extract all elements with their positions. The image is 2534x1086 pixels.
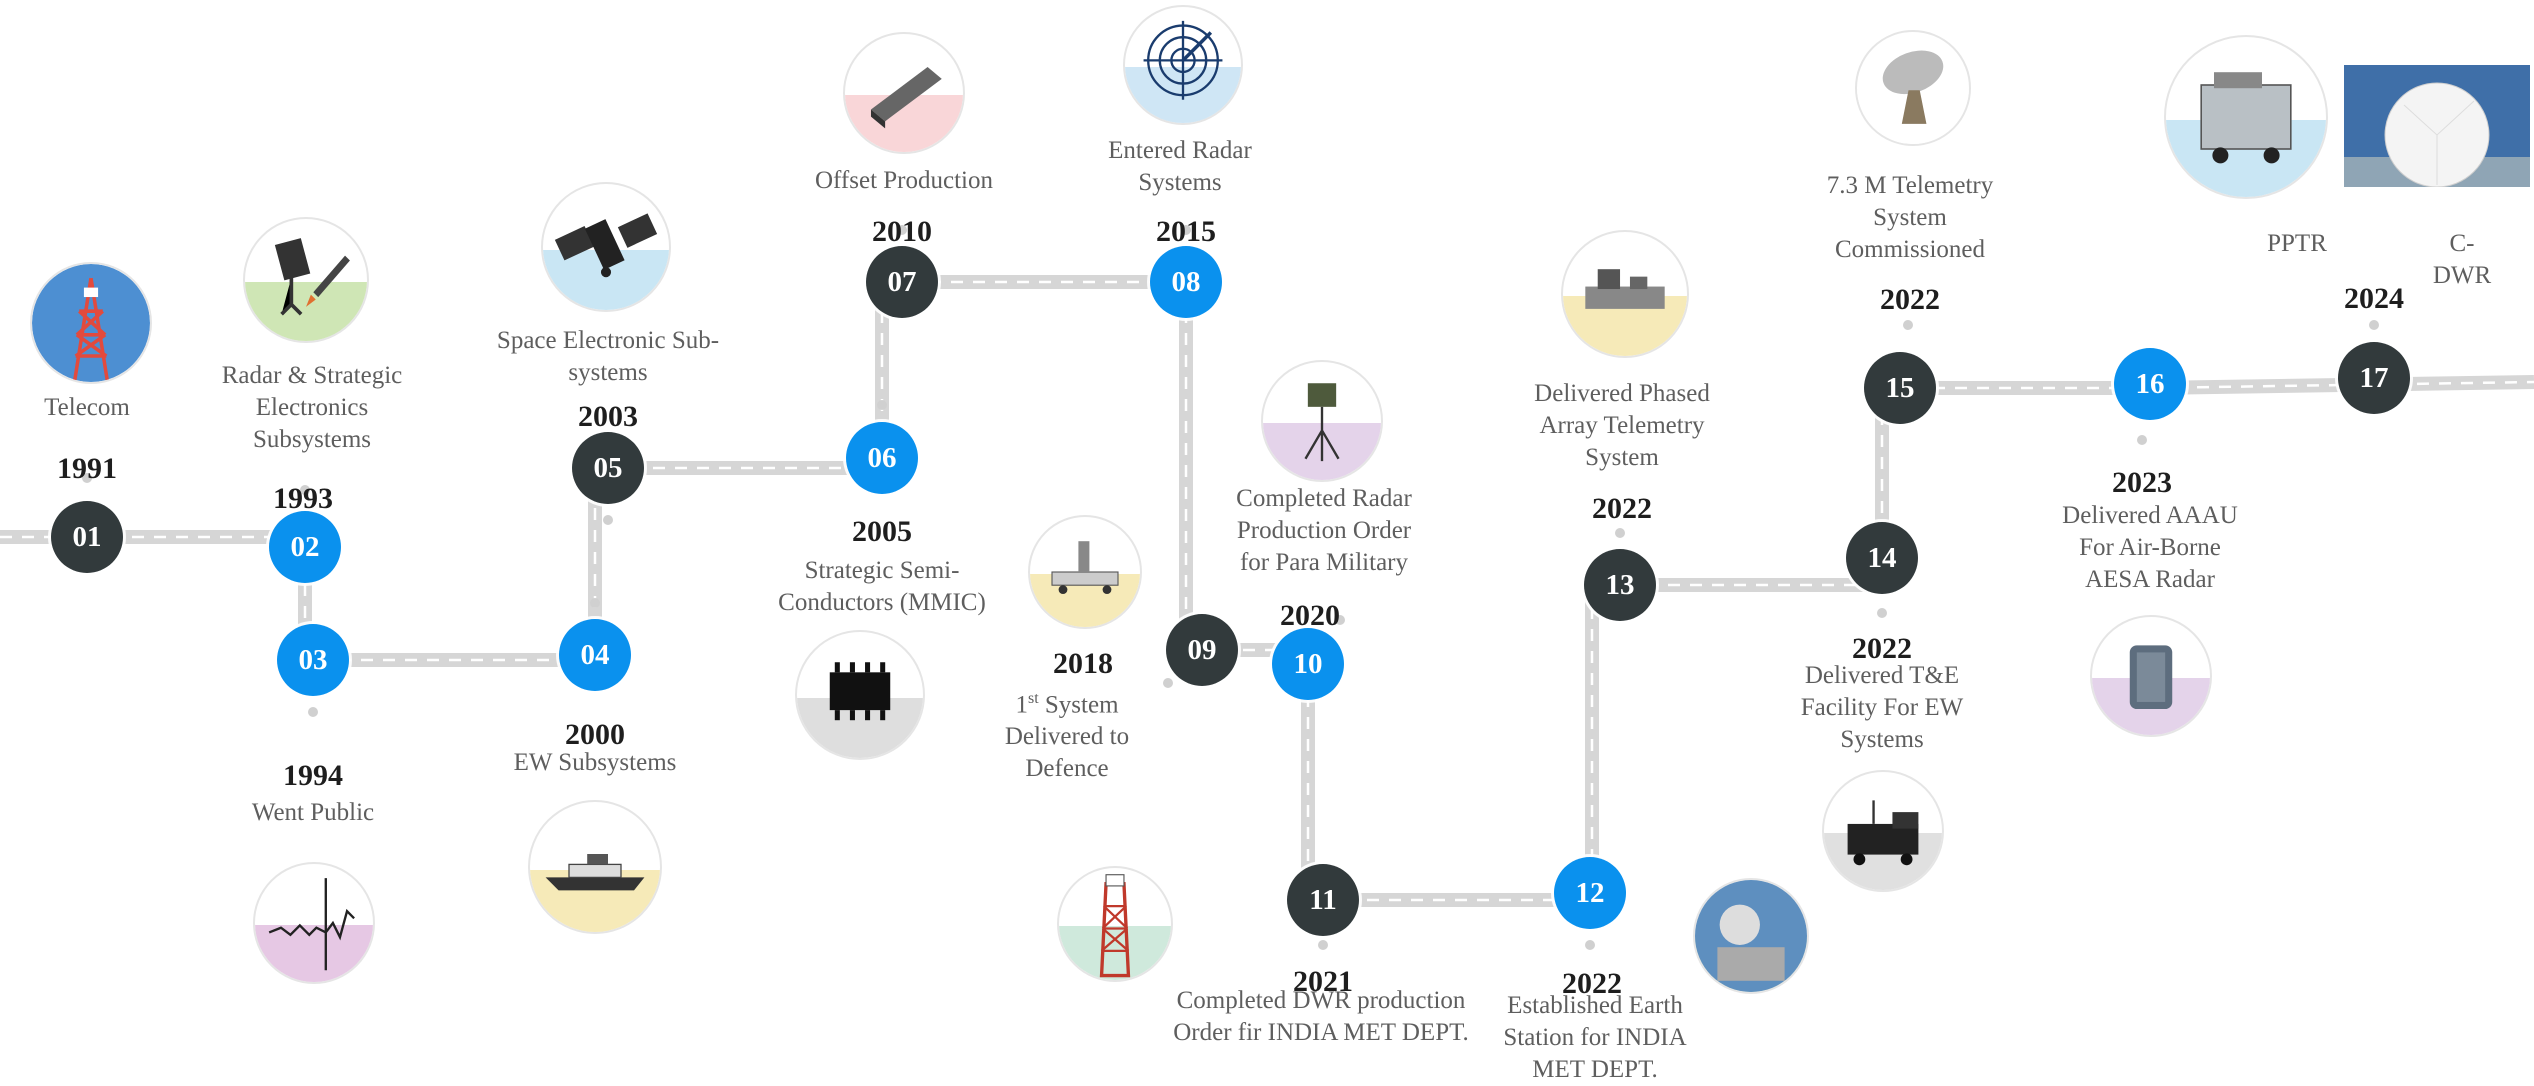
milestone-year: 2022 xyxy=(1562,967,1622,1000)
stock-chart-thumbnail xyxy=(253,862,375,984)
milestone-caption: Entered Radar Systems xyxy=(1108,137,1252,196)
milestone-caption: Offset Production xyxy=(815,167,993,194)
milestone-node[interactable]: 07 xyxy=(866,246,938,318)
milestone-year: 2020 xyxy=(1280,599,1340,632)
satellite-thumbnail xyxy=(541,182,671,312)
connector-dot xyxy=(877,400,887,410)
radar-scope-thumbnail xyxy=(1123,5,1243,125)
connector-dot xyxy=(300,485,310,495)
milestone-node[interactable]: 05 xyxy=(572,432,644,504)
phased-array-thumbnail xyxy=(1561,230,1689,358)
milestone-caption: Established Earth Station for INDIA MET … xyxy=(1503,992,1687,1083)
telecom-tower-thumbnail xyxy=(30,262,152,384)
milestone-caption: 7.3 M Telemetry System Commissioned xyxy=(1826,172,1994,263)
mobile-radar-thumbnail xyxy=(1028,515,1142,629)
milestone-node[interactable]: 04 xyxy=(559,619,631,691)
caption-ordinal: 1 xyxy=(1015,691,1028,719)
milestone-caption: Delivered Phased Array Telemetry System xyxy=(1534,380,1710,471)
milestone-caption: Delivered T&E Facility For EW Systems xyxy=(1800,662,1964,753)
cdwr-label: C-DWR xyxy=(2432,230,2492,289)
milestone-node[interactable]: 13 xyxy=(1584,549,1656,621)
milestone-year: 1994 xyxy=(283,759,343,792)
connector-dot xyxy=(82,473,92,483)
milestone-node[interactable]: 10 xyxy=(1272,628,1344,700)
milestone-caption: Completed DWR production Order fir INDIA… xyxy=(1173,987,1469,1046)
milestone-year: 2022 xyxy=(1880,283,1940,316)
milestone-year: 1993 xyxy=(273,482,333,515)
connector-dot xyxy=(1181,225,1191,235)
milestone-caption: Delivered AAAU For Air-Borne AESA Radar xyxy=(2062,502,2238,593)
caption-text: System Delivered to Defence xyxy=(1004,691,1130,783)
ship-thumbnail xyxy=(528,800,662,934)
chip-thumbnail xyxy=(795,630,925,760)
connector-dot xyxy=(1335,615,1345,625)
milestone-node[interactable]: 16 xyxy=(2114,348,2186,420)
milestone-node[interactable]: 12 xyxy=(1554,857,1626,929)
milestone-year: 2021 xyxy=(1293,965,1353,998)
connector-dot xyxy=(1615,528,1625,538)
ew-truck-thumbnail xyxy=(1822,770,1944,892)
connector-dot xyxy=(2137,435,2147,445)
milestone-year: 1991 xyxy=(57,452,117,485)
radome-photo xyxy=(2344,65,2530,187)
connector-dot xyxy=(590,598,600,608)
milestone-node[interactable]: 03 xyxy=(277,624,349,696)
connector-dot xyxy=(308,707,318,717)
milestone-node[interactable]: 08 xyxy=(1150,246,1222,318)
pptr-trailer-thumbnail xyxy=(2164,35,2328,199)
connector-dot xyxy=(897,225,907,235)
milestone-node[interactable]: 01 xyxy=(51,501,123,573)
milestone-year: 2003 xyxy=(578,400,638,433)
connector-dot xyxy=(1318,940,1328,950)
telemetry-dish-thumbnail xyxy=(1855,30,1971,146)
milestone-caption: Strategic Semi- Conductors (MMIC) xyxy=(778,557,986,616)
milestone-node[interactable]: 06 xyxy=(846,422,918,494)
caption-ordinal-suffix: st xyxy=(1027,690,1039,707)
connector-dot xyxy=(603,515,613,525)
milestone-year: 2022 xyxy=(1592,492,1652,525)
connector-dot xyxy=(1877,608,1887,618)
milestone-year: 2022 xyxy=(1852,632,1912,665)
milestone-year: 2010 xyxy=(872,215,932,248)
milestone-caption: Radar & Strategic Electronics Subsystems xyxy=(221,362,403,453)
thumbnail-tint xyxy=(245,282,367,341)
milestone-node[interactable]: 11 xyxy=(1287,864,1359,936)
milestone-node[interactable]: 15 xyxy=(1864,352,1936,424)
milestone-year: 2005 xyxy=(852,515,912,548)
thumbnail-tint xyxy=(1059,926,1171,980)
tripod-radar-thumbnail xyxy=(1261,360,1383,482)
milestone-node[interactable]: 17 xyxy=(2338,342,2410,414)
connector-dot xyxy=(2369,320,2379,330)
milestone-caption: Completed Radar Production Order for Par… xyxy=(1236,485,1412,576)
milestone-node[interactable]: 14 xyxy=(1846,522,1918,594)
pptr-label: PPTR xyxy=(2267,230,2327,257)
milestone-node[interactable]: 02 xyxy=(269,511,341,583)
earth-station-thumbnail xyxy=(1693,878,1809,994)
milestone-caption: Telecom xyxy=(44,394,130,421)
milestone-year: 2023 xyxy=(2112,466,2172,499)
milestone-node[interactable]: 09 xyxy=(1166,614,1238,686)
milestone-year: 2024 xyxy=(2344,282,2404,315)
aesa-unit-thumbnail xyxy=(2090,615,2212,737)
module-thumbnail xyxy=(843,32,965,154)
milestone-year: 2015 xyxy=(1156,215,1216,248)
radome-icon xyxy=(2344,65,2530,187)
radar-missile-thumbnail xyxy=(243,217,369,343)
connector-dot xyxy=(1903,320,1913,330)
milestone-caption: EW Subsystems xyxy=(513,749,677,776)
milestone-year: 2000 xyxy=(565,718,625,751)
milestone-caption: 1st System Delivered to Defence xyxy=(1005,683,1129,785)
thumbnail-tint xyxy=(255,925,373,982)
milestone-caption: Space Electronic Sub- systems xyxy=(496,327,720,386)
milestone-caption: Went Public xyxy=(251,799,375,826)
connector-dot xyxy=(1163,678,1173,688)
connector-dot xyxy=(1585,940,1595,950)
milestone-year: 2018 xyxy=(1053,647,1113,680)
lattice-tower-thumbnail xyxy=(1057,866,1173,982)
